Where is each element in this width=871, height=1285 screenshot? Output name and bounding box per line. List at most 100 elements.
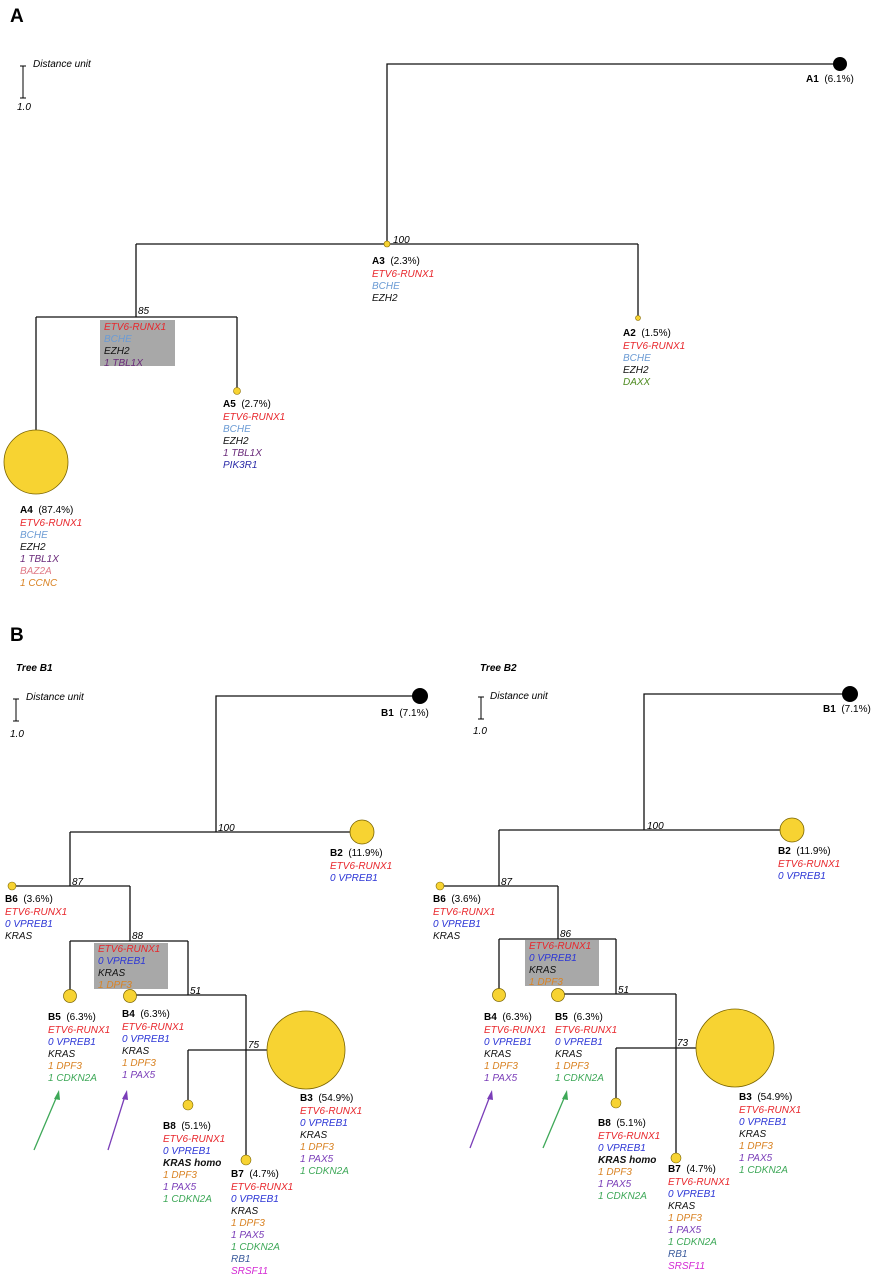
panel-b-letter: B xyxy=(10,625,24,646)
gene-b2-b8-5: 1 CDKN2A xyxy=(598,1191,647,1202)
node-pct-b1-b2: (11.9%) xyxy=(343,848,383,859)
node-pct-b1-b4: (6.3%) xyxy=(135,1009,170,1020)
arrow-b5-tree1 xyxy=(33,1090,60,1151)
gene-b1-b6-0: ETV6-RUNX1 xyxy=(5,907,67,918)
label-b2-b1: B1 (7.1%) xyxy=(823,704,871,715)
node-id-a-a3: A3 xyxy=(372,256,385,267)
gene-a-a4-0: ETV6-RUNX1 xyxy=(20,518,82,529)
support-b2-100: 100 xyxy=(647,821,664,832)
node-title-b1-b7: B7 (4.7%) xyxy=(231,1169,279,1180)
gene-b1-b5-1: 0 VPREB1 xyxy=(48,1037,96,1048)
box-b1-gene-0: ETV6-RUNX1 xyxy=(98,944,160,955)
gene-b2-b5-0: ETV6-RUNX1 xyxy=(555,1025,617,1036)
gene-b1-b8-5: 1 CDKN2A xyxy=(163,1194,212,1205)
gene-a-a3-2: EZH2 xyxy=(372,293,398,304)
gene-b2-b3-3: 1 DPF3 xyxy=(739,1141,773,1152)
gene-b1-b6-2: KRAS xyxy=(5,931,33,942)
node-title-b1-b5: B5 (6.3%) xyxy=(48,1012,96,1023)
scale-bar-b1: Distance unit 1.0 xyxy=(10,692,85,740)
gene-a-a4-5: 1 CCNC xyxy=(20,578,58,589)
box-b2-gene-1: 0 VPREB1 xyxy=(529,953,577,964)
node-pct-b2-b7: (4.7%) xyxy=(681,1164,716,1175)
box-a-gene-0: ETV6-RUNX1 xyxy=(104,322,166,333)
node-id-a-a1: A1 xyxy=(806,74,819,85)
gene-a-a2-2: EZH2 xyxy=(623,365,649,376)
gene-b1-b8-2: KRAS homo xyxy=(163,1158,221,1169)
gene-b2-b2-1: 0 VPREB1 xyxy=(778,871,826,882)
box-b1-gene-2: KRAS xyxy=(98,968,126,979)
node-id-b1-b4: B4 xyxy=(122,1009,135,1020)
node-title-b2-b6: B6 (3.6%) xyxy=(433,894,481,905)
gene-b2-b3-1: 0 VPREB1 xyxy=(739,1117,787,1128)
panel-a-letter: A xyxy=(10,6,24,27)
gene-a-a4-3: 1 TBL1X xyxy=(20,554,59,565)
support-b1-75: 75 xyxy=(248,1040,260,1051)
node-pct-b1-b7: (4.7%) xyxy=(244,1169,279,1180)
node-title-a-a4: A4 (87.4%) xyxy=(20,505,73,516)
tree-a-branches xyxy=(35,63,840,430)
node-b1-tree2 xyxy=(842,686,858,702)
ancestor-box-b2 xyxy=(525,940,599,986)
gene-b1-b4-1: 0 VPREB1 xyxy=(122,1034,170,1045)
node-pct-b2-b6: (3.6%) xyxy=(446,894,481,905)
tree-b1-branches xyxy=(12,695,420,1160)
node-id-b2-b7: B7 xyxy=(668,1164,681,1175)
node-id-b1-b8: B8 xyxy=(163,1121,176,1132)
gene-b1-b4-2: KRAS xyxy=(122,1046,150,1057)
gene-b1-b4-4: 1 PAX5 xyxy=(122,1070,156,1081)
node-b7-tree2 xyxy=(670,1152,682,1164)
gene-b2-b6-1: 0 VPREB1 xyxy=(433,919,481,930)
ancestor-box-a xyxy=(100,320,175,366)
gene-b2-b4-2: KRAS xyxy=(484,1049,512,1060)
gene-a-a4-4: BAZ2A xyxy=(20,566,52,577)
node-title-a-a1: A1 (6.1%) xyxy=(806,74,854,85)
node-b8-tree1 xyxy=(182,1099,194,1111)
node-b3-tree2 xyxy=(695,1008,775,1088)
gene-b1-b4-3: 1 DPF3 xyxy=(122,1058,156,1069)
node-title-b2-b5: B5 (6.3%) xyxy=(555,1012,603,1023)
gene-b2-b7-6: RB1 xyxy=(668,1249,687,1260)
box-b2-gene-0: ETV6-RUNX1 xyxy=(529,941,591,952)
node-id-b2-b5: B5 xyxy=(555,1012,568,1023)
gene-a-a5-2: EZH2 xyxy=(223,436,249,447)
support-b1-100: 100 xyxy=(218,823,235,834)
scale-label-b2: Distance unit xyxy=(490,691,549,702)
tree-b2-branches xyxy=(440,693,850,1158)
gene-b1-b3-1: 0 VPREB1 xyxy=(300,1118,348,1129)
node-pct-b2-b2: (11.9%) xyxy=(791,846,831,857)
node-id-b2-b3: B3 xyxy=(739,1092,752,1103)
node-pct-b1-b8: (5.1%) xyxy=(176,1121,211,1132)
support-b2-51: 51 xyxy=(618,985,629,996)
gene-b1-b3-2: KRAS xyxy=(300,1130,328,1141)
scale-label-a: Distance unit xyxy=(33,59,92,70)
node-title-b1-b4: B4 (6.3%) xyxy=(122,1009,170,1020)
gene-b2-b3-0: ETV6-RUNX1 xyxy=(739,1105,801,1116)
node-id-b2-b8: B8 xyxy=(598,1118,611,1129)
gene-b1-b8-0: ETV6-RUNX1 xyxy=(163,1134,225,1145)
gene-a-a2-1: BCHE xyxy=(623,353,651,364)
node-title-b2-b8: B8 (5.1%) xyxy=(598,1118,646,1129)
node-pct-b2-b5: (6.3%) xyxy=(568,1012,603,1023)
support-b2-87: 87 xyxy=(501,877,513,888)
node-a3 xyxy=(383,240,391,248)
tree-b1-title: Tree B1 xyxy=(16,663,53,674)
box-a-gene-2: EZH2 xyxy=(104,346,130,357)
node-title-b2-b4: B4 (6.3%) xyxy=(484,1012,532,1023)
node-id-b2-b4: B4 xyxy=(484,1012,497,1023)
node-b5-tree1 xyxy=(63,989,77,1003)
gene-b2-b7-2: KRAS xyxy=(668,1201,696,1212)
gene-b1-b7-2: KRAS xyxy=(231,1206,259,1217)
gene-b1-b5-2: KRAS xyxy=(48,1049,76,1060)
